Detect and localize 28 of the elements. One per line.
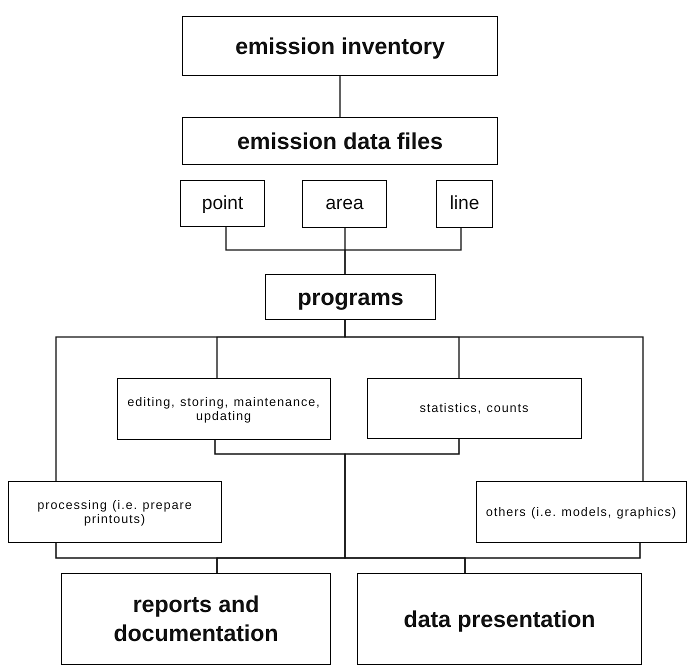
box-label: point [202,192,244,214]
box-label: processing (i.e. prepare printouts) [36,498,194,526]
process-box [61,573,331,665]
process-box [357,573,642,665]
box-label: emission data files [237,126,443,156]
process-box [182,117,498,165]
box-label: data presentation [404,604,596,634]
box-label: others (i.e. models, graphics) [486,504,678,520]
box-label: reports and documentation [112,590,280,648]
process-box [476,481,687,543]
box-label: emission inventory [235,32,445,60]
box-label: statistics, counts [420,401,530,416]
connector-line [344,320,644,481]
process-box [117,378,331,440]
box-label: programs [297,282,404,312]
connector-line [344,228,462,274]
process-box [180,180,265,227]
process-box [182,16,498,76]
process-box [436,180,493,228]
process-box [367,378,582,439]
process-box [265,274,436,320]
process-box [8,481,222,543]
box-label: editing, storing, maintenance, updating [126,394,322,424]
box-label: line [450,193,480,215]
connector-line [464,543,641,573]
connector-line [339,76,341,117]
process-box [302,180,387,228]
box-label: area [325,193,364,215]
